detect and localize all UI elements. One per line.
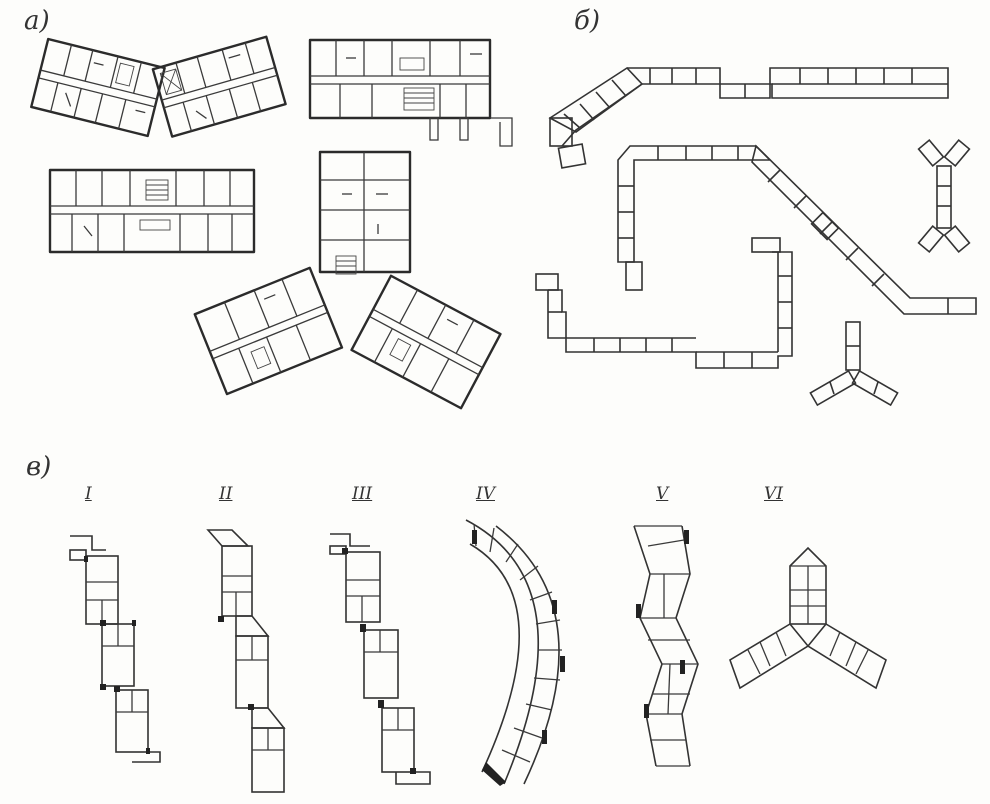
variant-2 <box>206 529 286 793</box>
variant-1 <box>69 535 161 763</box>
scheme-b-top-chain <box>548 66 949 169</box>
plan-a-tripod <box>193 150 502 410</box>
label-a: а) <box>24 6 50 36</box>
scheme-b-lower-chain <box>535 237 793 369</box>
variant-label-6: VI <box>764 484 783 504</box>
variant-label-5: V <box>656 484 669 504</box>
label-v: в) <box>26 452 52 482</box>
variant-6 <box>729 546 887 690</box>
plan-a-rect-top <box>308 38 513 147</box>
scheme-b-y-small-right <box>917 138 971 254</box>
scheme-b-y-small-bottom <box>809 321 899 407</box>
scheme-b-center-chain <box>617 144 977 315</box>
variant-5 <box>633 525 699 767</box>
variant-3 <box>329 533 431 785</box>
variant-4 <box>465 519 565 786</box>
variant-label-2: II <box>219 484 233 504</box>
variant-label-3: III <box>352 484 373 504</box>
plan-a-rect-mid <box>48 168 256 254</box>
label-b: б) <box>574 6 601 36</box>
plan-a-chevron <box>30 35 287 138</box>
variant-label-4: IV <box>476 484 495 504</box>
variant-label-1: I <box>85 484 92 504</box>
